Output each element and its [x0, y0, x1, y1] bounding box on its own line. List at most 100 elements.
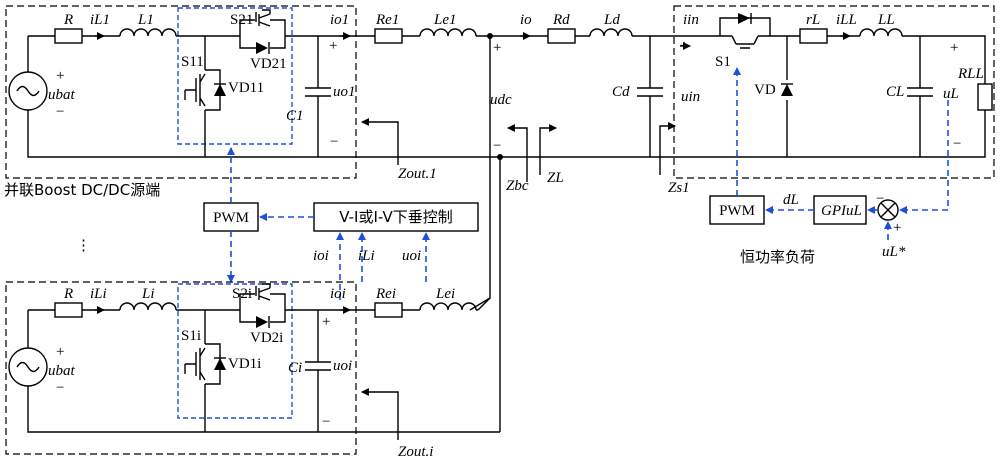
label-s1i: S1i — [181, 328, 201, 344]
label-cpl: 恒功率负荷 — [740, 248, 815, 266]
inductor-le1 — [419, 28, 477, 37]
bottom-boost-converter: R iLi Li S2i ioi Rei Lei S1i VD1i VD2i C… — [5, 281, 500, 460]
switch-s1 — [719, 13, 800, 49]
label-udc: udc — [490, 92, 512, 108]
diode-vd1i — [205, 343, 226, 385]
top-boost-converter: R iL1 L1 S21 io1 S11 VD11 VD21 C1 uo1 + … — [4, 5, 500, 199]
zout1-arrow — [361, 118, 399, 165]
label-rll: RLL — [957, 66, 984, 82]
label-lei: Lei — [435, 286, 455, 302]
label-r-bottom: R — [63, 286, 73, 302]
minus-uoi: − — [322, 414, 330, 430]
label-zl: ZL — [547, 170, 564, 186]
minus-sum: − — [876, 191, 884, 207]
zs1-arrow — [659, 122, 676, 175]
droop-control: PWM V-I或I-V下垂控制 ioi iLi uoi ⋮ — [76, 147, 479, 300]
junction-bottom — [497, 154, 503, 160]
dc-bus: Re1 Le1 io Rd Ld udc + − Cd uin iin + Zo… — [361, 12, 720, 432]
label-le1: Le1 — [433, 12, 457, 28]
resistor-rei — [374, 302, 403, 318]
top-switch-module-boundary — [177, 7, 293, 145]
resistor-rl — [799, 28, 828, 44]
label-cl: CL — [886, 84, 904, 100]
label-ioi: ioi — [330, 286, 346, 302]
label-vd21: VD21 — [250, 56, 287, 72]
label-rei: Rei — [375, 286, 396, 302]
label-il1: iL1 — [90, 12, 110, 28]
plus-uo1: + — [329, 38, 337, 54]
diode-vd — [781, 83, 793, 96]
diode-vd2i — [239, 310, 286, 328]
plus-ul: + — [950, 40, 958, 56]
label-io1: io1 — [330, 12, 349, 28]
minus-ubat-top: − — [56, 104, 64, 120]
label-zs1: Zs1 — [668, 180, 690, 196]
vertical-ellipsis: ⋮ — [76, 238, 91, 254]
label-parallel-boost: 并联Boost DC/DC源端 — [4, 181, 160, 199]
top-converter-boundary — [5, 5, 357, 179]
label-ul-star: uL* — [882, 244, 906, 260]
minus-ul: − — [953, 136, 961, 152]
bottom-switch-module-boundary — [177, 283, 293, 419]
label-ld: Ld — [603, 12, 620, 28]
label-gpiul: GPIuL — [821, 203, 862, 219]
pwm-block-left — [203, 202, 259, 232]
label-iin: iin — [683, 12, 699, 28]
minus-uo1: − — [330, 134, 338, 150]
pwm-block-right — [709, 195, 765, 225]
inductor-l1 — [119, 28, 177, 37]
switch-s21 — [239, 9, 286, 36]
label-s11: S11 — [181, 54, 204, 70]
plus-uoi: + — [322, 314, 330, 330]
label-li: Li — [141, 286, 155, 302]
capacitor-ci — [305, 361, 331, 371]
label-re1: Re1 — [375, 12, 399, 28]
plus-uin: + — [680, 38, 688, 54]
label-uin: uin — [681, 89, 700, 105]
label-cd: Cd — [612, 84, 630, 100]
bottom-converter-boundary — [5, 281, 357, 455]
label-c1: C1 — [286, 108, 304, 124]
resistor-r-bottom — [54, 302, 83, 318]
plus-ubat-bottom: + — [56, 344, 64, 360]
label-ill: iLL — [836, 12, 857, 28]
plus-sum: + — [893, 220, 901, 236]
label-zbc: Zbc — [506, 178, 529, 194]
label-zouti: Zout.i — [398, 444, 433, 460]
plus-ubat-top: + — [56, 68, 64, 84]
label-s2i: S2i — [232, 286, 252, 302]
resistor-r-top — [54, 28, 83, 44]
constant-power-load: S1 VD rL iLL LL CL uL RLL + − — [673, 5, 995, 179]
label-uoi-in: uoi — [402, 248, 421, 264]
capacitor-c1 — [305, 87, 331, 97]
switch-s11 — [184, 73, 206, 107]
resistor-rll — [977, 83, 993, 111]
label-uo1: uo1 — [333, 84, 356, 100]
label-droop: V-I或I-V下垂控制 — [339, 208, 452, 226]
label-vd: VD — [754, 82, 776, 98]
resistor-rd — [547, 28, 576, 44]
label-ili-in: iLi — [358, 248, 375, 264]
inductor-ll — [859, 28, 903, 37]
label-pwm-left: PWM — [213, 210, 249, 226]
label-ioi-in: ioi — [313, 248, 329, 264]
label-io: io — [520, 12, 532, 28]
gpi-block — [813, 195, 867, 225]
resistor-re1 — [374, 28, 403, 44]
label-ili: iLi — [90, 286, 107, 302]
minus-udc: − — [493, 138, 501, 154]
label-ul: uL — [943, 86, 959, 102]
label-vd11: VD11 — [228, 80, 264, 96]
cpl-boundary — [673, 5, 995, 179]
capacitor-cd — [637, 36, 663, 157]
label-pwm-right: PWM — [719, 203, 755, 219]
label-rd: Rd — [552, 12, 570, 28]
junction-top — [487, 33, 493, 39]
label-l1: L1 — [137, 12, 154, 28]
switch-s1i — [184, 347, 206, 381]
plus-udc: + — [493, 40, 501, 56]
switch-s2i — [239, 283, 286, 310]
label-vd2i: VD2i — [250, 330, 283, 346]
inductor-ld — [589, 28, 633, 37]
